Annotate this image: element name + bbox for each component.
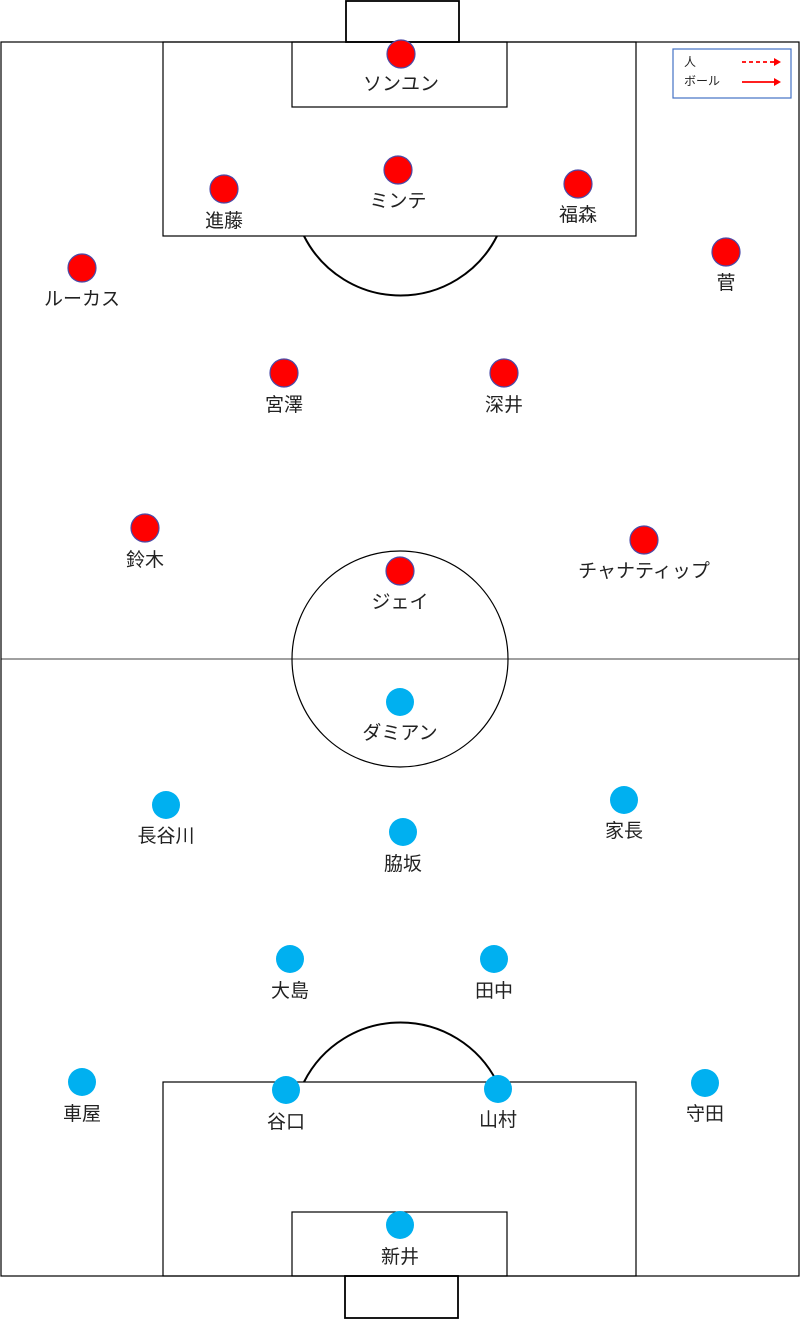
home-player-name: ジェイ — [371, 591, 428, 613]
home-player-marker — [386, 39, 416, 69]
away-player-marker — [152, 791, 180, 819]
home-player-marker — [385, 556, 415, 586]
bottom-goal — [344, 1275, 459, 1319]
home-player-marker — [130, 513, 160, 543]
away-player-marker — [480, 945, 508, 973]
away-player: 谷口 — [267, 1076, 305, 1133]
away-player: 大島 — [271, 945, 309, 1002]
legend-box — [672, 48, 792, 99]
home-player-marker — [629, 525, 659, 555]
home-player: 福森 — [559, 169, 597, 226]
away-player-name: 脇坂 — [384, 853, 422, 875]
home-player: ソンユン — [363, 39, 439, 95]
home-player-marker — [711, 237, 741, 267]
away-player-marker — [276, 945, 304, 973]
home-player-name: ソンユン — [363, 73, 439, 95]
away-player: ダミアン — [362, 688, 438, 744]
home-player-marker — [67, 253, 97, 283]
away-player-name: 長谷川 — [137, 825, 194, 847]
home-player: 宮澤 — [265, 358, 303, 416]
away-player: 車屋 — [63, 1068, 101, 1125]
away-player: 山村 — [479, 1075, 517, 1131]
away-player-marker — [610, 786, 638, 814]
away-player-marker — [386, 1211, 414, 1239]
home-player: ジェイ — [371, 556, 429, 613]
legend-ball-arrow — [742, 78, 781, 86]
home-player: チャナティップ — [578, 525, 710, 582]
away-player-marker — [68, 1068, 96, 1096]
away-player-name: 田中 — [475, 980, 513, 1002]
home-player: 進藤 — [205, 174, 243, 232]
center-circle — [291, 550, 509, 768]
home-player: 菅 — [711, 237, 741, 294]
away-player-name: 車屋 — [63, 1103, 101, 1125]
home-player-name: 宮澤 — [265, 394, 303, 416]
legend-ball-label: ボール — [684, 74, 720, 88]
away-player-name: 家長 — [605, 820, 643, 842]
away-player: 家長 — [605, 786, 643, 842]
away-player-name: ダミアン — [362, 722, 437, 744]
away-player-name: 山村 — [479, 1109, 517, 1131]
away-player: 新井 — [381, 1211, 419, 1268]
home-player: ルーカス — [44, 253, 120, 310]
top-penalty-arc — [303, 235, 498, 297]
home-player-name: ルーカス — [44, 288, 120, 310]
away-player: 長谷川 — [137, 791, 195, 847]
players-layer: ソンユン進藤 ミンテ福森ルーカス 菅宮澤 深井鈴木チャナティップジェイダミアン長谷川 家… — [44, 39, 741, 1268]
home-player-marker — [563, 169, 593, 199]
away-player-marker — [691, 1069, 719, 1097]
away-player: 脇坂 — [384, 818, 422, 875]
home-player-name: ミンテ — [369, 190, 426, 212]
home-player-name: 菅 — [716, 272, 735, 294]
legend-person-arrow — [742, 58, 781, 66]
away-player-marker — [386, 688, 414, 716]
legend-person-label: 人 — [684, 55, 696, 69]
home-player: 鈴木 — [126, 513, 164, 571]
home-player: ミンテ — [369, 155, 427, 212]
bottom-penalty-arc — [303, 1021, 498, 1083]
home-player-name: 鈴木 — [126, 549, 164, 571]
home-player-marker — [269, 358, 299, 388]
home-player-name: 福森 — [559, 204, 597, 226]
away-player-name: 大島 — [271, 980, 309, 1002]
away-player-marker — [389, 818, 417, 846]
away-player: 田中 — [475, 945, 513, 1002]
home-player-name: 進藤 — [205, 210, 243, 232]
home-player-marker — [383, 155, 413, 185]
away-player-name: 新井 — [381, 1246, 419, 1268]
home-player-marker — [209, 174, 239, 204]
top-goal — [345, 0, 460, 43]
home-player-name: チャナティップ — [578, 560, 710, 582]
home-player-marker — [489, 358, 519, 388]
legend: 人 ボール — [672, 48, 792, 99]
away-player-marker — [272, 1076, 300, 1104]
home-player: 深井 — [485, 358, 523, 416]
home-player-name: 深井 — [485, 394, 523, 416]
away-player-name: 守田 — [686, 1103, 724, 1125]
away-player-name: 谷口 — [267, 1111, 305, 1133]
away-player-marker — [484, 1075, 512, 1103]
away-player: 守田 — [686, 1069, 724, 1125]
